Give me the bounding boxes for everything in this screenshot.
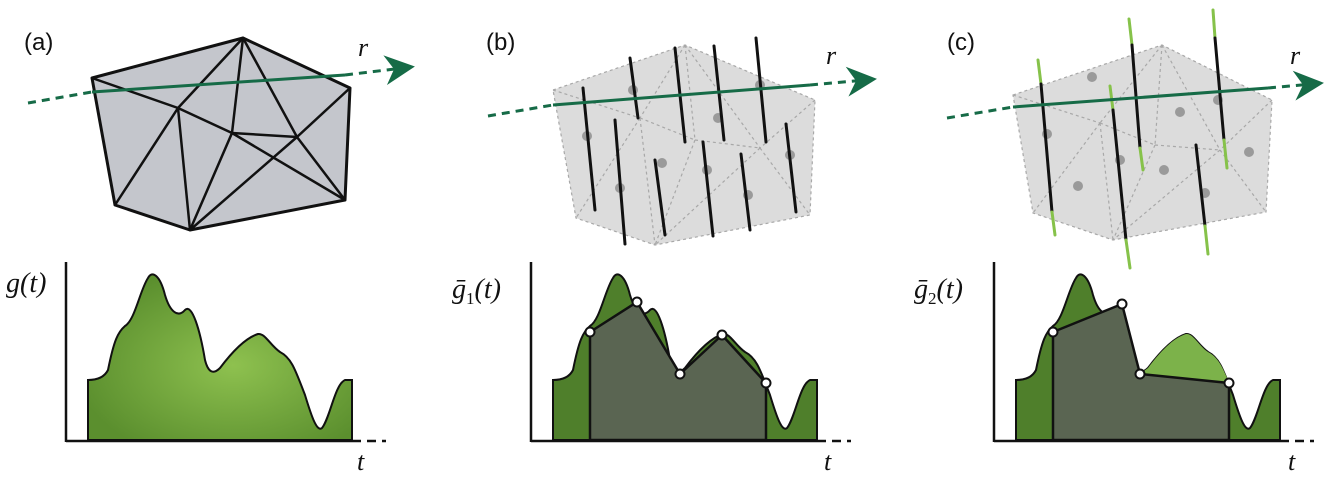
panel-label-b: (b): [486, 29, 515, 56]
panel-a: (a) r: [6, 29, 415, 476]
triangle-mesh: [90, 36, 352, 232]
x-axis-label-b: t: [824, 447, 832, 476]
signal-plot-a: [64, 262, 386, 443]
panel-c: (c): [914, 8, 1324, 476]
ray-label-b: r: [826, 41, 837, 70]
ray-a: [27, 55, 415, 105]
y-axis-label-a: g(t): [6, 268, 46, 299]
ray-label-c: r: [1290, 41, 1301, 70]
ray-c: [946, 70, 1324, 120]
ray-label-a: r: [358, 33, 369, 62]
panel-label-c: (c): [947, 29, 975, 56]
y-axis-label-c: ḡ2(t): [914, 274, 963, 308]
panel-label-a: (a): [24, 29, 53, 56]
panel-b: (b): [452, 29, 877, 476]
x-axis-label-c: t: [1288, 447, 1296, 476]
ghost-mesh-b: [552, 44, 816, 246]
signal-plot-b: [529, 262, 851, 443]
signal-plot-c: [992, 262, 1314, 443]
ray-b: [487, 66, 877, 118]
y-axis-label-b: ḡ1(t): [452, 274, 501, 308]
x-axis-label-a: t: [357, 447, 365, 476]
